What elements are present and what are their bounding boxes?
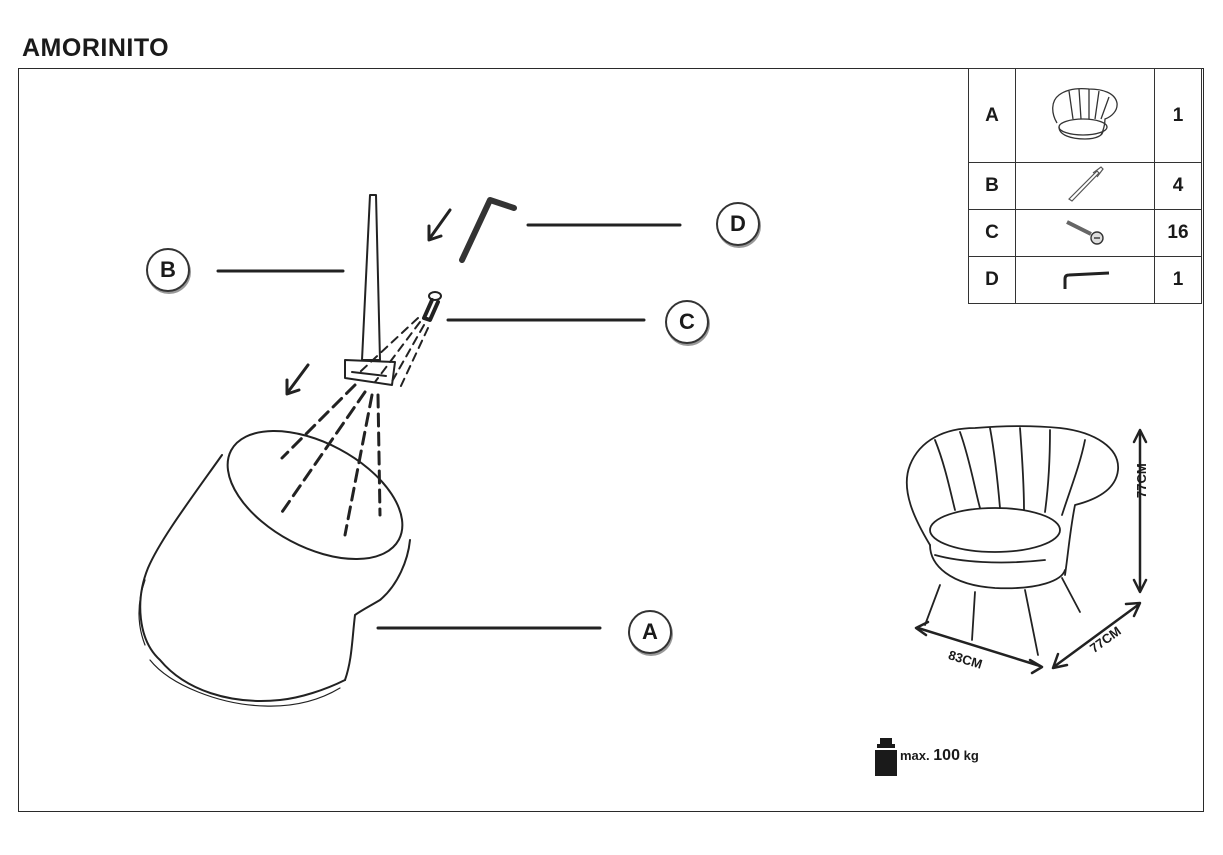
max-load-prefix: max. [900,748,930,763]
callout-b: B [146,248,190,292]
allen-key-icon [1015,256,1155,304]
part-qty: 1 [1154,68,1202,163]
weight-icon [875,738,897,776]
parts-row: A 1 [968,68,1202,163]
parts-row: C 16 [968,209,1202,257]
assembled-chair-illustration [905,425,1119,656]
screw-icon [1015,209,1155,257]
max-load-value: 100 [933,747,960,764]
parts-row: D 1 [968,256,1202,304]
direction-arrows [285,208,452,396]
chair-seat-illustration [138,429,411,707]
allen-key-illustration [459,197,517,263]
height-dimension-label: 77CM [1134,463,1149,498]
part-label: D [968,256,1016,304]
part-label: C [968,209,1016,257]
callout-lines [216,223,682,630]
dimension-arrows [914,428,1148,675]
parts-row: B 4 [968,162,1202,210]
part-label: B [968,162,1016,210]
callout-c: C [665,300,709,344]
diagram-frame [18,68,1204,812]
part-qty: 4 [1154,162,1202,210]
max-load-unit: kg [963,748,979,763]
callout-d: D [716,202,760,246]
callout-a: A [628,610,672,654]
armchair-icon [1015,68,1155,163]
max-load-label: max. 100 kg [900,747,979,765]
part-qty: 16 [1154,209,1202,257]
screw-illustration [422,291,442,322]
chair-leg-icon [1015,162,1155,210]
leg-guide-lines [278,383,382,537]
part-label: A [968,68,1016,163]
part-qty: 1 [1154,256,1202,304]
screw-guide-lines [359,317,429,389]
leg-illustration [344,194,396,386]
parts-table: A 1 B 4 C 16 [968,68,1202,304]
product-title: AMORINITO [22,34,170,62]
